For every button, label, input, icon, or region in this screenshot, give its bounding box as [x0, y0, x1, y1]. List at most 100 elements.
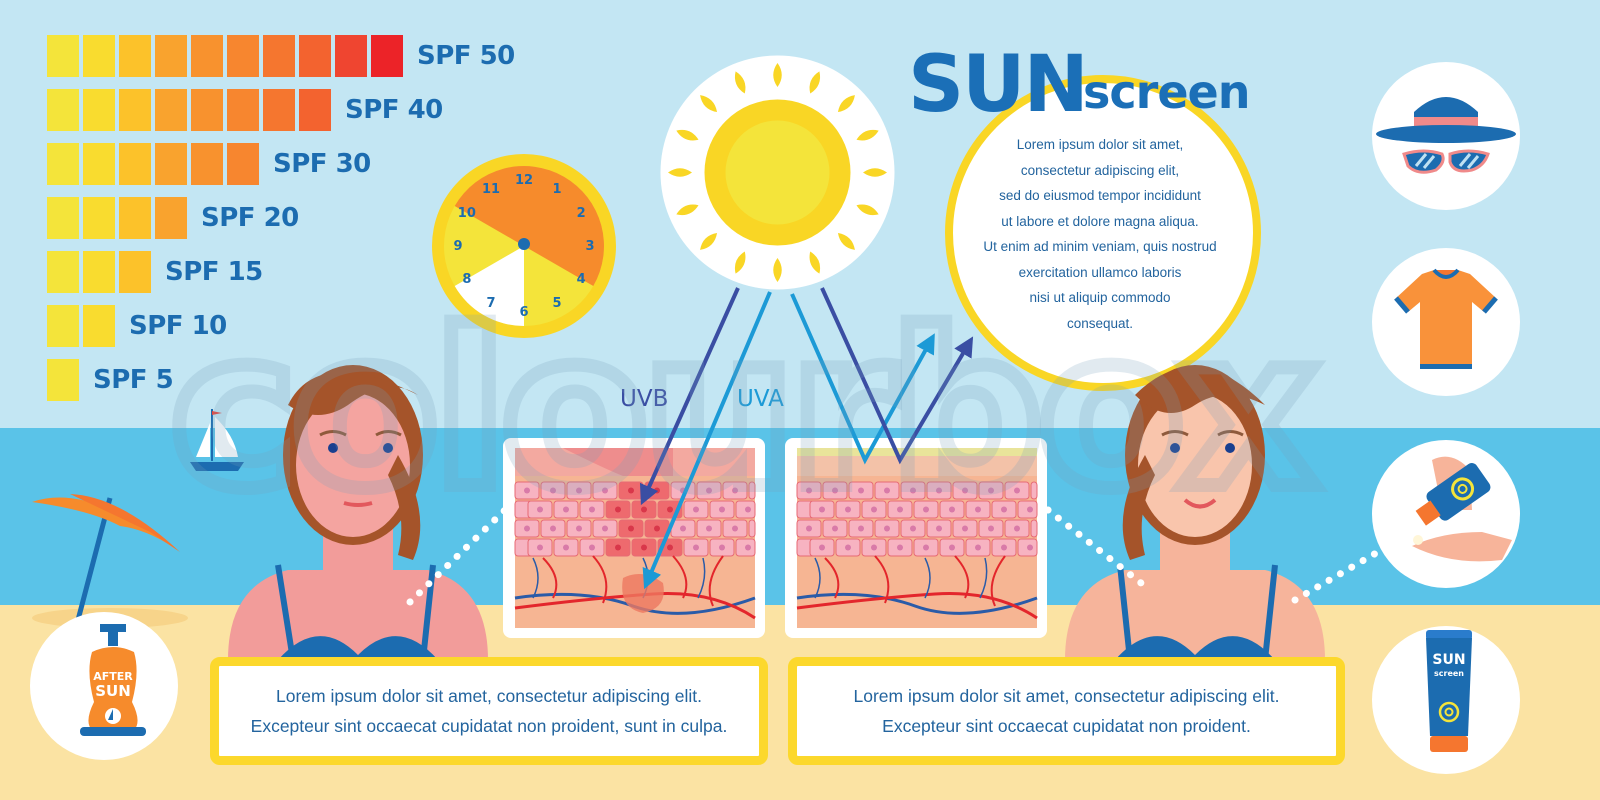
- after-sun-bottle-icon: AFTER SUN: [80, 624, 146, 736]
- spf-label: SPF 15: [165, 257, 263, 287]
- spf-block: [83, 143, 115, 185]
- spf-block: [47, 35, 79, 77]
- svg-text:SUN: SUN: [1432, 652, 1465, 668]
- skin-diagram-unprotected: [503, 438, 765, 638]
- info-text: Lorem ipsum dolor sit amet, consectetur a…: [965, 132, 1235, 336]
- spf-block: [47, 359, 79, 401]
- spf-block: [155, 143, 187, 185]
- svg-text:SUN: SUN: [95, 682, 131, 700]
- spf-block: [191, 143, 223, 185]
- svg-text:4: 4: [577, 272, 586, 287]
- svg-text:7: 7: [486, 296, 495, 311]
- caption-box-unprotected: Lorem ipsum dolor sit amet, consectetur …: [210, 657, 768, 765]
- svg-text:screen: screen: [1434, 669, 1464, 678]
- caption-line: Lorem ipsum dolor sit amet, consectetur …: [853, 686, 1280, 706]
- applying-sunscreen-icon: [1412, 456, 1512, 562]
- caption-box-protected: Lorem ipsum dolor sit amet, consectetur …: [788, 657, 1345, 765]
- spf-row: SPF 15: [47, 251, 263, 293]
- spf-label: SPF 40: [345, 95, 443, 125]
- uva-label: UVA: [737, 386, 784, 412]
- svg-text:5: 5: [552, 296, 561, 311]
- spf-block: [155, 89, 187, 131]
- svg-text:12: 12: [515, 173, 533, 188]
- info-line: Lorem ipsum dolor sit amet,: [1016, 137, 1184, 152]
- uvb-label: UVB: [620, 386, 669, 412]
- spf-block: [47, 197, 79, 239]
- spf-block: [371, 35, 403, 77]
- info-line: sed do eiusmod tempor incididunt: [999, 188, 1201, 203]
- spf-block: [47, 89, 79, 131]
- spf-block: [155, 197, 187, 239]
- spf-row: SPF 5: [47, 359, 174, 401]
- spf-block: [119, 251, 151, 293]
- hat-and-sunglasses-icon: [1376, 97, 1516, 174]
- caption-line: Excepteur sint occaecat cupidatat non pr…: [882, 716, 1251, 736]
- spf-block: [119, 143, 151, 185]
- svg-text:1: 1: [552, 182, 561, 197]
- spf-block: [83, 251, 115, 293]
- spf-block: [155, 35, 187, 77]
- spf-block: [227, 35, 259, 77]
- spf-block: [47, 305, 79, 347]
- spf-block: [191, 89, 223, 131]
- svg-text:2: 2: [577, 206, 586, 221]
- skin-diagram-protected: [785, 438, 1047, 638]
- t-shirt-icon: [1394, 268, 1498, 369]
- page-title: SUN: [908, 40, 1089, 130]
- info-line: consectetur adipiscing elit,: [1020, 162, 1180, 178]
- svg-text:9: 9: [453, 239, 462, 254]
- t-shirt-circle: [1372, 248, 1520, 396]
- sailboat-icon: [190, 409, 244, 471]
- spf-block: [83, 305, 115, 347]
- sunscreen-tube-circle: SUN screen: [1372, 626, 1520, 774]
- spf-block: [263, 89, 295, 131]
- info-line: Ut enim ad minim veniam, quis nostrud: [983, 239, 1217, 254]
- spf-label: SPF 50: [417, 41, 515, 71]
- after-sun-lotion-circle: AFTER SUN: [30, 612, 178, 760]
- spf-block: [83, 197, 115, 239]
- info-line: nisi ut aliquip commodo: [1029, 290, 1171, 305]
- spf-block: [299, 89, 331, 131]
- spf-row: SPF 50: [47, 35, 515, 77]
- spf-label: SPF 30: [273, 149, 371, 179]
- caption-line: Lorem ipsum dolor sit amet, consectetur …: [275, 686, 703, 706]
- spf-block: [119, 197, 151, 239]
- svg-text:11: 11: [482, 182, 500, 197]
- spf-row: SPF 20: [47, 197, 299, 239]
- svg-text:3: 3: [585, 239, 594, 254]
- sunburned-woman-illustration: [228, 365, 488, 660]
- spf-label: SPF 10: [129, 311, 227, 341]
- svg-text:10: 10: [458, 206, 476, 221]
- info-circle: [945, 75, 1261, 391]
- info-line: consequat.: [1066, 315, 1134, 331]
- beach-umbrella-icon: [32, 494, 188, 628]
- svg-text:AFTER: AFTER: [93, 670, 133, 683]
- caption-line: Excepteur sint occaecat cupidatat non pr…: [250, 716, 728, 736]
- info-line: exercitation ullamco laboris: [1018, 264, 1182, 280]
- spf-block: [47, 251, 79, 293]
- svg-text:6: 6: [519, 305, 528, 320]
- spf-block: [227, 89, 259, 131]
- applying-sunscreen-circle: [1372, 440, 1520, 588]
- sun-icon: [660, 55, 895, 290]
- spf-block: [227, 143, 259, 185]
- spf-label: SPF 5: [93, 365, 174, 395]
- spf-block: [335, 35, 367, 77]
- info-line: ut labore et dolore magna aliqua.: [1001, 213, 1199, 229]
- spf-label: SPF 20: [201, 203, 299, 233]
- spf-block: [83, 35, 115, 77]
- spf-block: [119, 89, 151, 131]
- page-subtitle: screen: [1083, 65, 1250, 119]
- spf-block: [47, 143, 79, 185]
- spf-row: SPF 10: [47, 305, 227, 347]
- spf-row: SPF 30: [47, 143, 371, 185]
- hat-sunglasses-circle: [1372, 62, 1520, 210]
- spf-block: [299, 35, 331, 77]
- svg-text:8: 8: [462, 272, 471, 287]
- spf-block: [119, 35, 151, 77]
- spf-block: [263, 35, 295, 77]
- protected-woman-illustration: [1065, 365, 1325, 660]
- spf-block: [83, 89, 115, 131]
- sunscreen-tube-icon: SUN screen: [1426, 630, 1472, 752]
